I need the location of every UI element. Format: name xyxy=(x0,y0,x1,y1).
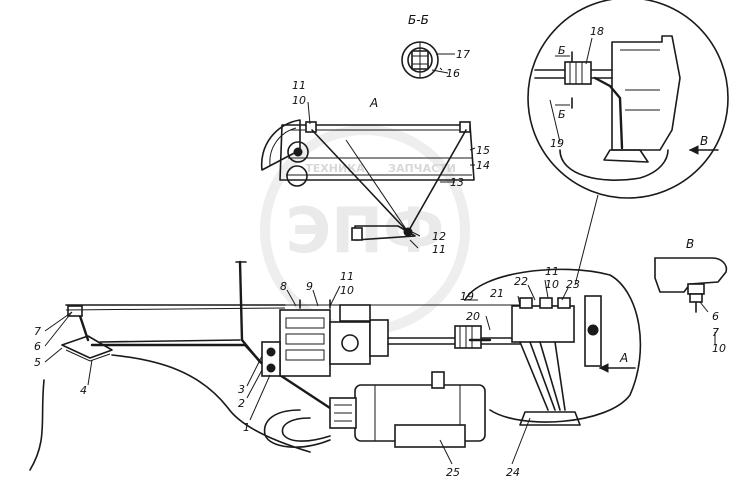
label-part-20: 20 xyxy=(466,310,480,323)
label-part-4: 4 xyxy=(80,384,87,397)
label-part-5: 5 xyxy=(34,356,41,369)
label-part-19-inset: 19 xyxy=(550,137,564,150)
pneumatic-booster xyxy=(263,371,486,448)
label-part-3: 3 xyxy=(238,383,245,396)
view-a-arrow xyxy=(598,363,636,373)
label-view-b-detail: В xyxy=(686,237,694,251)
label-part-25: 25 xyxy=(446,466,460,479)
label-part-2: 2 xyxy=(238,397,245,410)
release-rod xyxy=(285,304,521,349)
label-part-11-mid: 11 xyxy=(340,270,354,283)
control-lever xyxy=(235,260,332,410)
label-view-a-top: А xyxy=(369,96,378,110)
label-part-12: 12 xyxy=(432,230,446,243)
label-part-13: 13 xyxy=(450,176,464,189)
label-section-bb: Б-Б xyxy=(408,13,429,27)
label-part-10-top: 10 xyxy=(292,94,306,107)
release-fork-assembly xyxy=(464,268,642,426)
pedal-bracket-assembly xyxy=(260,119,475,241)
section-bb-detail xyxy=(401,41,455,79)
label-part-23: 23 xyxy=(566,278,580,291)
view-b-detail xyxy=(654,257,728,313)
label-part-17: 17 xyxy=(456,48,470,61)
label-part-7-right: 7 xyxy=(712,326,719,339)
label-part-9: 9 xyxy=(306,280,313,293)
label-part-11-pedal: 11 xyxy=(432,243,446,256)
label-part-10-b: 10 xyxy=(712,342,726,355)
label-part-11-right: 11 xyxy=(545,265,559,278)
label-part-10-right: 10 xyxy=(545,278,559,291)
label-part-16: 16 xyxy=(446,67,460,80)
detail-inset-circle xyxy=(527,0,729,286)
label-part-15: 15 xyxy=(476,144,490,157)
clutch-pedal-assembly xyxy=(29,304,311,471)
label-part-1: 1 xyxy=(243,421,250,434)
label-view-b-arrow: В xyxy=(700,134,708,148)
label-part-10-mid: 10 xyxy=(340,284,354,297)
label-part-6-left: 6 xyxy=(34,340,41,353)
label-part-18: 18 xyxy=(590,25,604,38)
label-part-11-top: 11 xyxy=(292,79,306,92)
label-part-22: 22 xyxy=(514,275,528,288)
label-view-a-right: А xyxy=(619,351,628,365)
label-part-14: 14 xyxy=(476,159,490,172)
label-section-mark-upper: Б xyxy=(558,44,566,57)
label-part-19-main: 19 xyxy=(460,290,474,303)
watermark-caption-left: ТЕХНИКА xyxy=(305,162,365,175)
watermark-letters: ЭПФ xyxy=(286,194,445,267)
master-cylinder-block xyxy=(261,299,389,377)
label-part-8: 8 xyxy=(280,280,287,293)
watermark-caption-right: ЗАПЧАСТИ xyxy=(388,162,456,175)
leader-lines xyxy=(44,37,716,465)
label-part-6-right: 6 xyxy=(712,310,719,323)
label-part-7-left: 7 xyxy=(34,325,41,338)
label-section-mark-lower: Б xyxy=(558,108,566,121)
label-part-24: 24 xyxy=(506,466,520,479)
label-part-21: 21 xyxy=(490,287,504,300)
